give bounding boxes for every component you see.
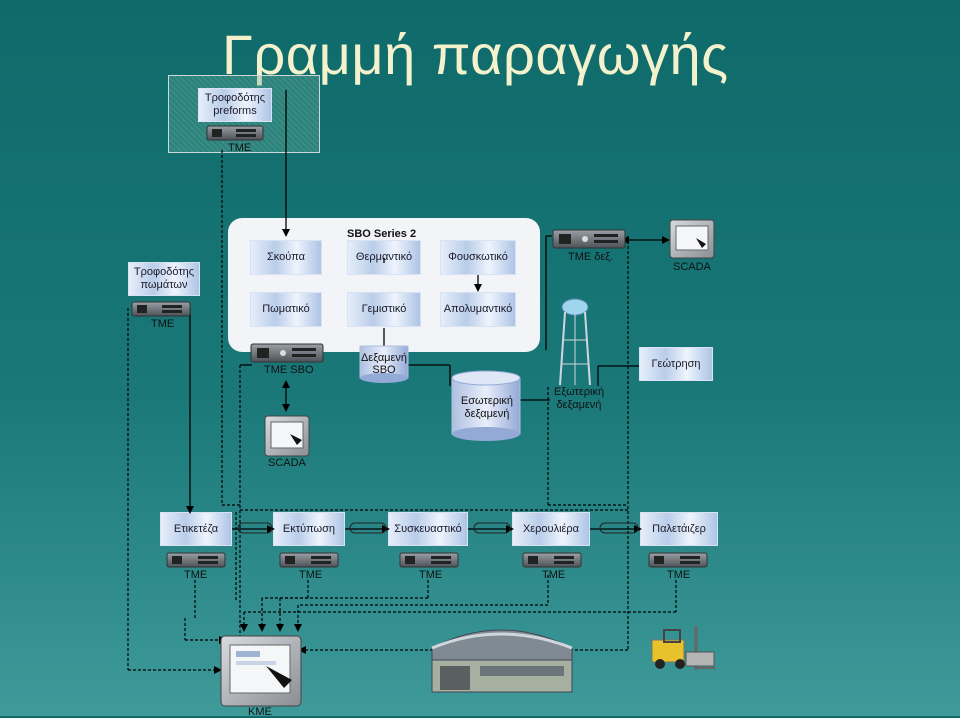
station-paletaizer: Παλετάιζερ [640,512,718,546]
sbo-station-apolymantiko: Απολυμαντικό [440,292,516,327]
sbo-station-gemistiko: Γεμιστικό [347,292,421,327]
tme-label-preforms: TME [228,142,252,154]
tme-label-caps: TME [151,318,175,330]
scada-label-top: SCADA [673,261,711,273]
kme-monitor [220,635,302,707]
station-cheroulia: Χερουλιέρα [512,512,590,546]
tme-label-line-4: TME [542,569,566,581]
tme-device-tank [552,229,626,249]
sbo-tank-cylinder [359,345,409,383]
sbo-station-pomatiko: Πωματικό [250,292,322,327]
station-ektyposi: Εκτύπωση [273,512,345,546]
sbo-series-title: SBO Series 2 [347,228,417,240]
station-etiketeza: Ετικετέζα [160,512,232,546]
tme-device-sbo [250,343,324,363]
water-tower-icon [559,298,591,386]
tme-sbo-label: TME SBO [264,364,314,376]
scada-monitor-mid [264,415,310,457]
sbo-station-skoupa: Σκούπα [250,240,322,275]
tme-label-tank: TME δεξ. [568,251,614,263]
tme-device-preforms [206,125,264,141]
sbo-tank-label: Δεξαμενή SBO [360,352,408,377]
drilling-box: Γεώτρηση [639,347,713,381]
tme-devices-line [166,552,708,568]
scada-monitor-top [669,219,715,259]
external-tank-label: Εξωτερική δεξαμενή [553,386,605,411]
scada-label-mid: SCADA [268,457,306,469]
forklift-icon [651,626,716,670]
sbo-station-fouskotiko: Φουσκωτικό [440,240,516,275]
kme-label: ΚΜΕ [248,706,272,718]
internal-tank-cylinder [451,370,521,441]
warehouse-icon [431,629,573,693]
tme-label-line-1: TME [184,569,208,581]
tme-device-caps [131,301,191,317]
tme-label-line-2: TME [299,569,323,581]
station-syskevastiko: Συσκευαστικό [388,512,468,546]
preforms-feeder: Τροφοδότης preforms [198,88,272,122]
tme-label-line-3: TME [419,569,443,581]
tme-label-line-5: TME [667,569,691,581]
sbo-station-thermantiko: Θερμαντικό [347,240,421,275]
caps-feeder: Τροφοδότης πωμάτων [128,262,200,296]
internal-tank-label: Εσωτερική δεξαμενή [460,395,514,420]
